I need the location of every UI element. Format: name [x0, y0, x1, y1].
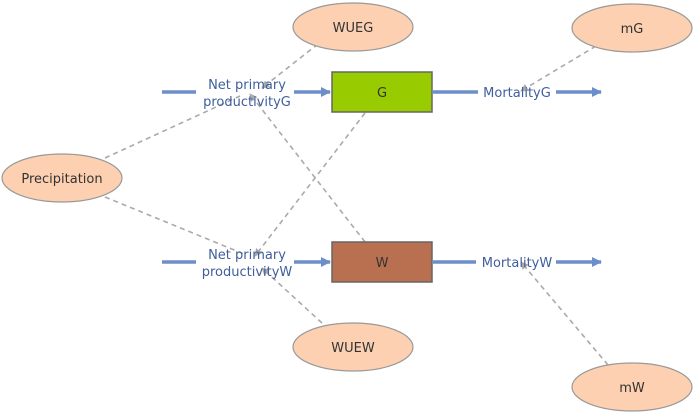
mg-ellipse [571, 3, 693, 53]
link-wuew-to-npp-w [261, 267, 323, 324]
mg-node[interactable]: mG [571, 3, 693, 53]
link-w-to-npp-g [249, 93, 366, 243]
wuew-label: WUEW [331, 341, 375, 356]
precipitation-node[interactable]: Precipitation [1, 153, 123, 203]
link-mw-to-mortality-w [520, 261, 609, 366]
stock-g-box [331, 71, 433, 113]
influence-links [104, 43, 609, 366]
mw-node[interactable]: mW [571, 362, 693, 412]
npp-w-label-line2: productivityW [202, 265, 293, 280]
link-g-to-npp-w [254, 112, 366, 257]
wueg-label: WUEG [333, 21, 374, 36]
precipitation-label: Precipitation [21, 172, 102, 187]
link-wueg-to-npp-g [261, 43, 319, 89]
stock-w[interactable]: W [331, 241, 433, 283]
mortality-g-label: MortalityG [483, 86, 551, 101]
link-mg-to-mortality-g [520, 45, 597, 92]
precipitation-ellipse [1, 153, 123, 203]
npp-g-label-line1: Net primary [208, 78, 286, 93]
stock-w-box [331, 241, 433, 283]
stock-g[interactable]: G [331, 71, 433, 113]
wuew-ellipse [292, 322, 414, 372]
mw-label: mW [619, 381, 645, 396]
npp-w-label-line1: Net primary [208, 248, 286, 263]
mg-label: mG [621, 22, 644, 37]
npp-g-label-line2: productivityG [203, 95, 291, 110]
wueg-node[interactable]: WUEG [292, 2, 414, 52]
mw-ellipse [571, 362, 693, 412]
mortality-w-label: MortalityW [482, 256, 553, 271]
link-precipitation-to-npp-g [104, 95, 241, 159]
stock-g-label: G [377, 86, 387, 101]
flows [162, 87, 602, 267]
wueg-ellipse [292, 2, 414, 52]
link-precipitation-to-npp-w [104, 196, 245, 255]
wuew-node[interactable]: WUEW [292, 322, 414, 372]
stock-w-label: W [376, 256, 389, 271]
